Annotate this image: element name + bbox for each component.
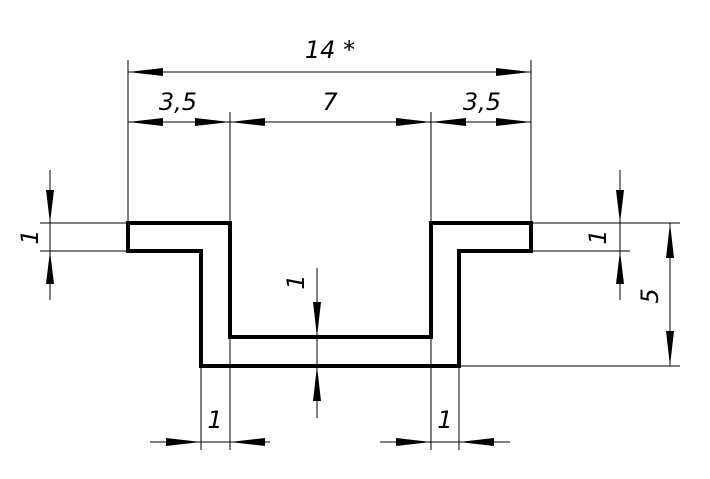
- dim-label-right-wall-thickness: 1: [437, 406, 452, 434]
- dim-label-left-flange-thickness: 1: [16, 229, 44, 244]
- dim-overall-width: 14 *: [128, 36, 531, 76]
- dim-label-right-flange-thickness: 1: [584, 229, 612, 244]
- extension-lines: [40, 60, 680, 450]
- dim-right-flange-thickness: 1: [584, 170, 624, 300]
- dim-left-wall-thickness: 1: [150, 406, 270, 446]
- dim-flanges-and-channel: 3,5 7 3,5: [128, 88, 531, 126]
- dim-web-thickness: 1: [282, 268, 321, 418]
- dim-right-wall-thickness: 1: [380, 406, 510, 446]
- dim-left-flange-thickness: 1: [16, 170, 54, 300]
- dim-height: 5: [636, 223, 674, 366]
- dim-label-left-wall-thickness: 1: [207, 406, 222, 434]
- channel-profile-outline: [126, 221, 533, 368]
- dim-label-overall-width: 14 *: [305, 36, 355, 64]
- dim-label-web-thickness: 1: [282, 274, 310, 289]
- dim-label-height: 5: [636, 288, 664, 303]
- dim-label-right-flange: 3,5: [463, 88, 501, 116]
- dim-label-left-flange: 3,5: [159, 88, 197, 116]
- dim-label-channel-width: 7: [322, 88, 338, 116]
